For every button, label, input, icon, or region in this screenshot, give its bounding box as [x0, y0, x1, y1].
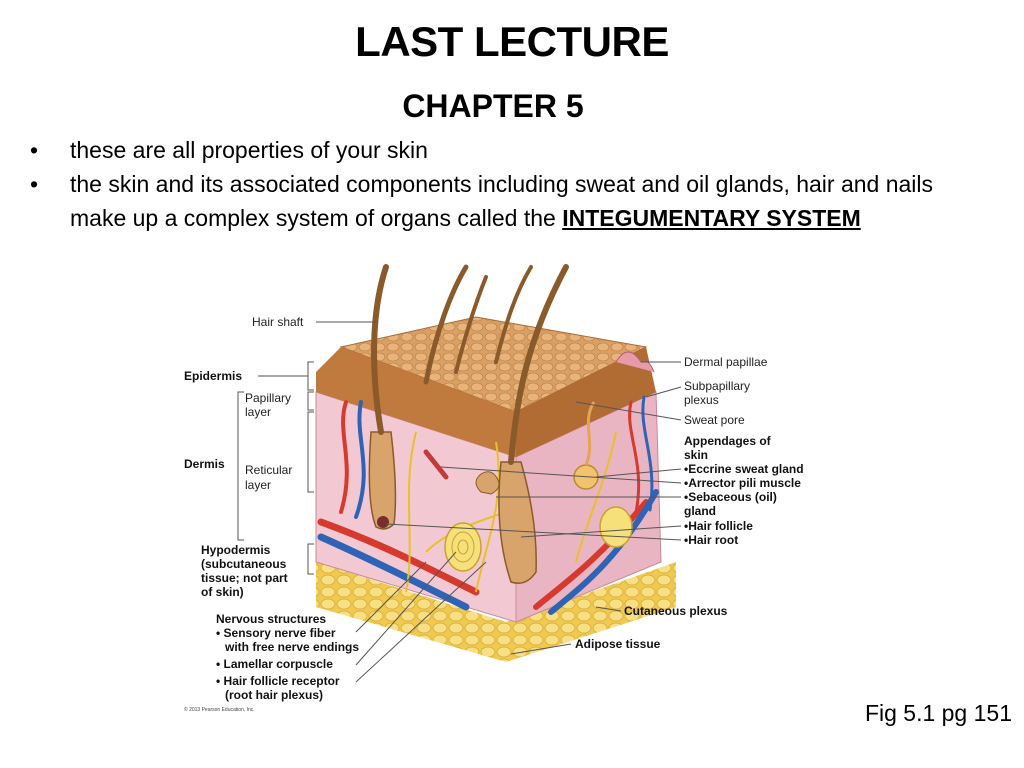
label-sebaceous-gland-2: gland — [684, 504, 716, 518]
bullet-marker: • — [30, 137, 39, 163]
artery-vessel — [339, 400, 349, 514]
bullet-item-1: • these are all properties of your skin — [30, 133, 960, 167]
hair-shaft — [423, 264, 469, 385]
label-papillary-layer-2: layer — [245, 405, 271, 419]
label-subpapillary-plexus-1: Subpapillary — [684, 379, 750, 393]
label-adipose-tissue: Adipose tissue — [575, 637, 661, 651]
label-hair-shaft: Hair shaft — [252, 315, 304, 329]
vein-vessel — [354, 400, 366, 519]
sebaceous-gland — [475, 471, 500, 495]
bullet-list: • these are all properties of your skin … — [30, 133, 960, 235]
slide-title: LAST LECTURE — [355, 18, 669, 65]
epidermis-front — [316, 347, 516, 457]
bullet-marker: • — [30, 171, 39, 197]
label-sebaceous-gland-1: •Sebaceous (oil) — [684, 490, 777, 504]
hair-follicle — [368, 431, 397, 530]
label-hair-follicle: •Hair follicle — [684, 519, 753, 533]
hair-structures — [368, 264, 569, 584]
vein-vessel — [641, 395, 654, 512]
label-hair-follicle-receptor: • Hair follicle receptor — [216, 674, 340, 688]
layer-brackets — [237, 321, 487, 683]
label-arrector-pili-muscle: •Arrector pili muscle — [684, 476, 801, 490]
bullet-item-2: • the skin and its associated components… — [30, 167, 960, 235]
copyright-notice: © 2013 Pearson Education, Inc. — [184, 706, 255, 713]
label-hypodermis-2: (subcutaneous — [201, 557, 287, 571]
label-reticular-layer-2: layer — [245, 478, 271, 492]
bullet-text-1: these are all properties of your skin — [70, 137, 428, 163]
label-papillary-layer-1: Papillary — [245, 391, 291, 405]
label-free-nerve-endings: with free nerve endings — [224, 640, 359, 654]
lamellar-corpuscle — [444, 522, 482, 572]
epidermis-side — [516, 347, 656, 457]
label-dermal-papillae: Dermal papillae — [684, 355, 768, 369]
skin-diagram: Hair shaft Epidermis Papillary layer Der… — [184, 264, 804, 713]
hair-shaft — [454, 275, 488, 374]
label-eccrine-sweat-gland: •Eccrine sweat gland — [684, 462, 804, 476]
label-root-hair-plexus: (root hair plexus) — [225, 688, 323, 702]
label-hypodermis: Hypodermis — [201, 543, 271, 557]
label-sensory-nerve-fiber: • Sensory nerve fiber — [216, 626, 336, 640]
bullet-text-2: the skin and its associated components i… — [70, 171, 934, 231]
hair-shaft — [508, 264, 569, 465]
label-hypodermis-3: tissue; not part — [201, 571, 288, 585]
figure-caption: Fig 5.1 pg 151 — [864, 700, 1012, 726]
arrector-pili-muscle — [423, 449, 449, 480]
label-appendages-of-skin-2: skin — [684, 448, 708, 462]
label-sweat-pore: Sweat pore — [684, 413, 745, 427]
label-reticular-layer-1: Reticular — [245, 463, 292, 477]
label-appendages-of-skin-1: Appendages of — [684, 434, 772, 448]
label-dermis: Dermis — [184, 457, 225, 471]
adipose-layer — [316, 562, 676, 662]
hair-root — [377, 516, 389, 528]
label-hypodermis-4: of skin) — [201, 585, 244, 599]
label-epidermis: Epidermis — [184, 369, 242, 383]
artery-vessel — [317, 518, 480, 596]
slide-subtitle: CHAPTER 5 — [402, 88, 584, 124]
label-nervous-structures: Nervous structures — [216, 612, 326, 626]
hair-shaft — [494, 265, 533, 364]
label-lamellar-corpuscle: • Lamellar corpuscle — [216, 657, 333, 671]
label-subpapillary-plexus-2: plexus — [684, 393, 719, 407]
hair-follicle — [498, 461, 537, 584]
hair-shaft — [371, 264, 389, 435]
label-cutaneous-plexus: Cutaneous plexus — [624, 604, 728, 618]
vein-vessel — [317, 533, 470, 611]
integumentary-system-term: INTEGUMENTARY SYSTEM — [562, 205, 861, 231]
vein-vessel — [548, 489, 659, 615]
label-hair-root: •Hair root — [684, 533, 738, 547]
leader-lines — [385, 361, 682, 655]
